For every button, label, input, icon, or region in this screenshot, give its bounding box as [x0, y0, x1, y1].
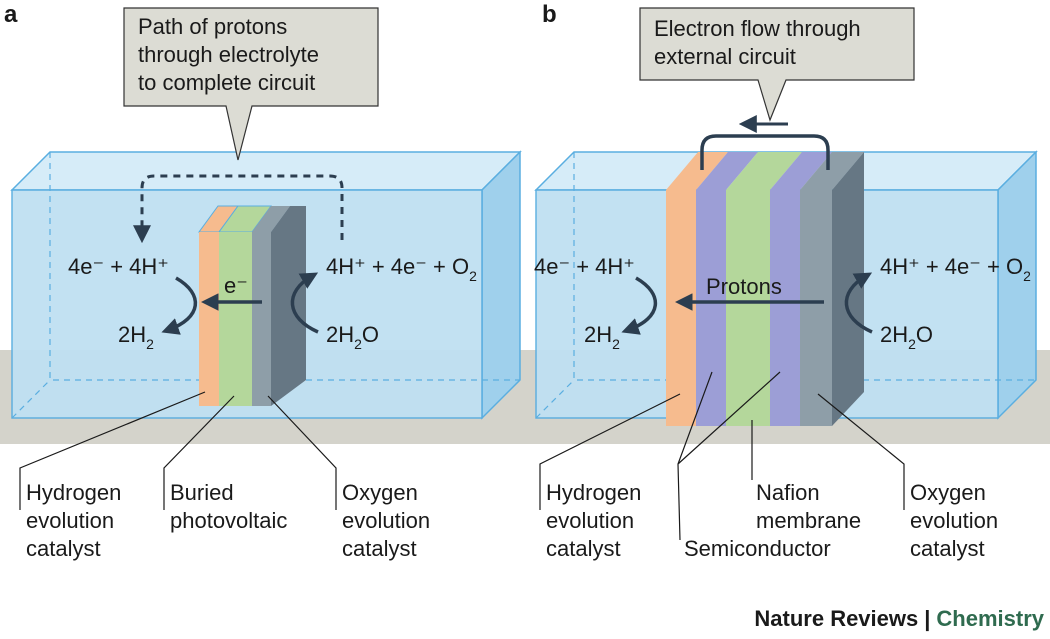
device-a [198, 205, 306, 406]
svg-text:catalyst: catalyst [26, 536, 101, 561]
callout-a-line-1: Path of protons [138, 14, 287, 39]
callout-b-line-2: external circuit [654, 44, 796, 69]
svg-text:Nature Reviews|Chemistry: Nature Reviews|Chemistry [754, 606, 1044, 631]
credit-separator: | [924, 606, 930, 631]
svg-text:photovoltaic: photovoltaic [170, 508, 287, 533]
hec-reactants-a: 4e⁻ + 4H⁺ [68, 254, 169, 279]
svg-text:Buried: Buried [170, 480, 234, 505]
panel-b-letter: b [542, 1, 557, 28]
label-oec-a: Oxygen evolution catalyst [342, 480, 430, 561]
oec-layer-a [252, 232, 271, 406]
membrane-layer-b-right [770, 190, 800, 426]
external-circuit-wire [700, 134, 830, 170]
device-b [666, 152, 864, 426]
label-semiconductor-b: Semiconductor [684, 536, 831, 561]
hec-reaction-arrow-a [161, 276, 197, 335]
svg-text:catalyst: catalyst [910, 536, 985, 561]
svg-text:evolution: evolution [910, 508, 998, 533]
label-oec-b: Oxygen evolution catalyst [910, 480, 998, 561]
hec-reactants-b: 4e⁻ + 4H⁺ [534, 254, 635, 279]
svg-text:Oxygen: Oxygen [342, 480, 418, 505]
label-nafion-b: Nafion membrane [756, 480, 861, 533]
pv-layer-a [219, 232, 252, 406]
label-pv-a: Buried photovoltaic [170, 480, 287, 533]
svg-text:Hydrogen: Hydrogen [26, 480, 121, 505]
callout-a-line-3: to complete circuit [138, 70, 315, 95]
callout-b-line-1: Electron flow through [654, 16, 861, 41]
protons-label: Protons [706, 274, 782, 299]
electron-label: e⁻ [224, 273, 248, 298]
oec-layer-b [800, 190, 832, 426]
svg-text:membrane: membrane [756, 508, 861, 533]
label-hec-b: Hydrogen evolution catalyst [546, 480, 641, 561]
oec-products-a: 4H⁺ + 4e⁻ + O2 [326, 254, 477, 284]
label-hec-a: Hydrogen evolution catalyst [26, 480, 121, 561]
oec-reactant-a: 2H2O [326, 322, 379, 352]
svg-text:Hydrogen: Hydrogen [546, 480, 641, 505]
proton-path-arrow [133, 174, 344, 244]
oec-reactant-b: 2H2O [880, 322, 933, 352]
leader-lines-a [19, 391, 337, 510]
panel-a-letter: a [4, 1, 18, 28]
svg-text:Oxygen: Oxygen [910, 480, 986, 505]
journal-credit: Nature Reviews|Chemistry [754, 606, 1044, 631]
svg-text:evolution: evolution [26, 508, 114, 533]
membrane-layer-b-left [696, 190, 726, 426]
panel-b: b Electron flow through [534, 1, 1038, 561]
svg-text:catalyst: catalyst [546, 536, 621, 561]
hec-product-a: 2H2 [118, 322, 154, 352]
hec-product-b: 2H2 [584, 322, 620, 352]
callout-a-line-2: through electrolyte [138, 42, 319, 67]
oec-reaction-arrow-b [844, 272, 873, 334]
oec-products-b: 4H⁺ + 4e⁻ + O2 [880, 254, 1031, 284]
svg-text:Nafion: Nafion [756, 480, 820, 505]
credit-section: Chemistry [936, 606, 1044, 631]
leader-lines-b [539, 371, 905, 541]
svg-text:catalyst: catalyst [342, 536, 417, 561]
svg-text:evolution: evolution [342, 508, 430, 533]
panel-a: a Path of protons through electrolyte to… [4, 1, 522, 561]
oec-reaction-arrow-a [290, 272, 319, 334]
hec-layer-b [666, 190, 696, 426]
svg-text:evolution: evolution [546, 508, 634, 533]
semiconductor-layer-b [726, 190, 770, 426]
credit-journal: Nature Reviews [754, 606, 918, 631]
hec-layer-a [199, 232, 219, 406]
hec-reaction-arrow-b [621, 276, 657, 335]
callout-b: Electron flow through external circuit [639, 7, 915, 122]
callout-a: Path of protons through electrolyte to c… [123, 7, 379, 161]
